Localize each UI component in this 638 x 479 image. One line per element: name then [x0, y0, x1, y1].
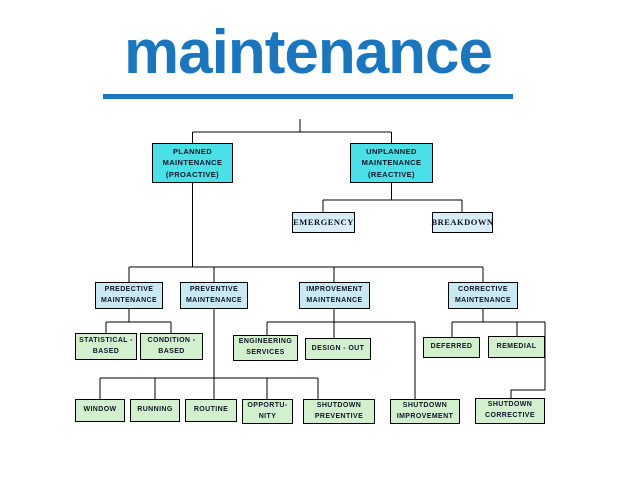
node-engineering-services: ENGINEERING SERVICES: [233, 335, 298, 361]
node-shutdown-improvement: SHUTDOWN IMPROVEMENT: [390, 399, 460, 424]
node-design-out: DESIGN - OUT: [305, 338, 371, 360]
node-improvement-maintenance: IMPROVEMENT MAINTENANCE: [299, 282, 370, 309]
node-remedial: REMEDIAL: [488, 336, 545, 358]
node-corrective-maintenance: CORRECTIVE MAINTENANCE: [448, 282, 518, 309]
node-window: WINDOW: [75, 399, 125, 422]
node-unplanned-maintenance: UNPLANNED MAINTENANCE (REACTIVE): [350, 143, 433, 183]
node-deferred: DEFERRED: [423, 337, 480, 358]
node-statistical-based: STATISTICAL - BASED: [75, 333, 137, 360]
node-planned-maintenance: PLANNED MAINTENANCE (PROACTIVE): [152, 143, 233, 183]
slide-title: maintenance: [103, 14, 513, 99]
node-opportunity: OPPORTU- NITY: [242, 399, 293, 424]
node-preventive-maintenance: PREVENTIVE MAINTENANCE: [180, 282, 248, 309]
node-routine: ROUTINE: [185, 399, 237, 422]
node-emergency: EMERGENCY: [292, 212, 355, 233]
node-shutdown-preventive: SHUTDOWN PREVENTIVE: [303, 399, 375, 424]
node-breakdown: BREAKDOWN: [431, 212, 493, 233]
node-shutdown-corrective: SHUTDOWN CORRECTIVE: [475, 398, 545, 424]
node-running: RUNNING: [130, 399, 180, 422]
node-condition-based: CONDITION - BASED: [140, 333, 203, 360]
node-predective-maintenance: PREDECTIVE MAINTENANCE: [95, 282, 163, 309]
